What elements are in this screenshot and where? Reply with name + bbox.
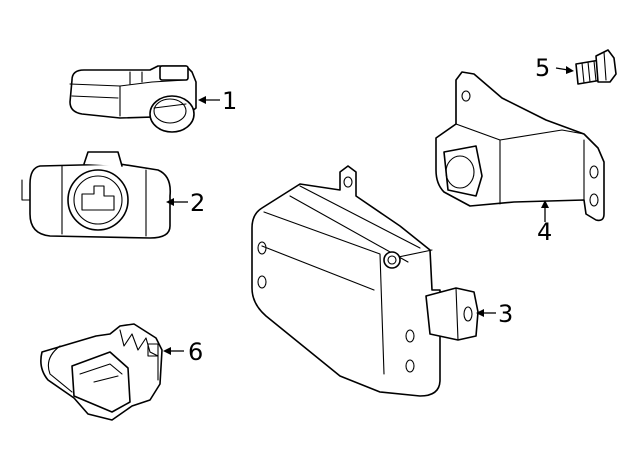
leader-6: [163, 347, 184, 355]
leader-4: [541, 200, 549, 222]
leader-5: [555, 66, 574, 74]
part-2-sensor-retainer: [21, 151, 172, 239]
leader-3: [476, 309, 496, 317]
part-1-parking-sensor: [69, 65, 197, 133]
part-3-radar-module: [251, 165, 479, 397]
callout-6: 6: [188, 338, 203, 366]
callout-2: 2: [190, 189, 205, 217]
callout-1: 1: [222, 87, 237, 115]
callout-3: 3: [498, 300, 513, 328]
part-5-bolt: [575, 49, 617, 85]
callout-4: 4: [537, 218, 552, 246]
leader-1: [198, 96, 220, 104]
part-6-connector: [40, 323, 163, 421]
callout-5: 5: [535, 54, 550, 82]
leader-2: [166, 198, 188, 206]
part-4-camera-bracket: [435, 71, 605, 222]
